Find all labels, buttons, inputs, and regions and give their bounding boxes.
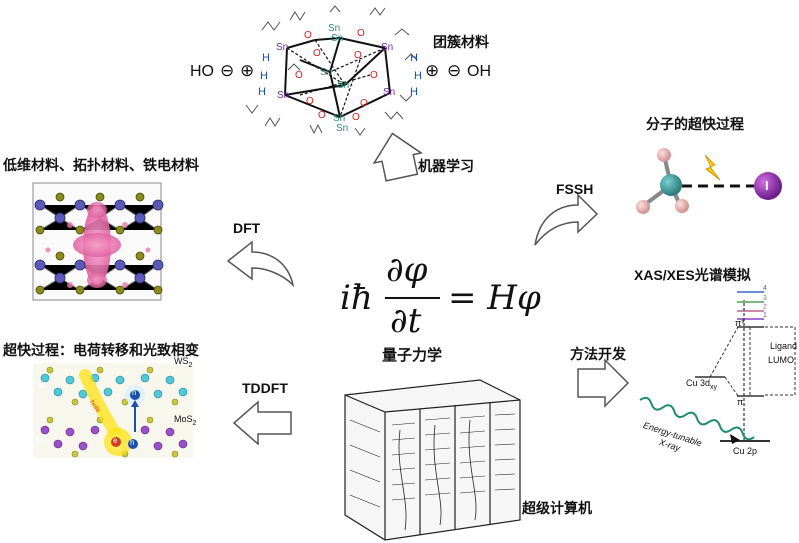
arrow-tddft xyxy=(232,400,292,446)
hole-marker-label: h xyxy=(132,388,137,397)
label-ultrafast-molecule: 分子的超快过程 xyxy=(646,117,744,133)
minus-circle-left-icon: ⊖ xyxy=(220,61,235,81)
arrow-fssh xyxy=(534,193,599,246)
level-label: 2 xyxy=(763,304,767,311)
molecule-h-label: H xyxy=(649,180,657,191)
ho-left-label: HO xyxy=(190,63,214,80)
supercomputer-drawing xyxy=(344,379,521,541)
h-atom: H xyxy=(258,86,266,98)
o-atom: O xyxy=(306,96,314,107)
hole2-marker-label: h xyxy=(130,438,135,447)
label-xas-xes: XAS/XES光谱模拟 xyxy=(634,267,751,283)
pi-label: π xyxy=(737,397,744,407)
molecule-structure xyxy=(636,148,782,214)
electron-marker-label: e xyxy=(113,436,118,445)
sn-atom: Sn xyxy=(276,42,289,53)
sn-atom: Sn xyxy=(333,113,346,124)
h-atom: H xyxy=(414,70,422,82)
o-atom: O xyxy=(360,98,368,109)
label-machine-learning: 机器学习 xyxy=(418,159,474,175)
ws2-label: WS2 xyxy=(174,356,193,369)
equation-numerator: ∂φ xyxy=(386,250,428,290)
lowdim-structure xyxy=(32,182,164,301)
minus-circle-right-icon: ⊖ xyxy=(447,61,462,81)
label-dft: DFT xyxy=(233,220,261,236)
sn-atom: Sn xyxy=(336,123,349,134)
level-label: 4 xyxy=(763,285,767,292)
w-atom-label: W xyxy=(38,381,46,390)
xas-diagram xyxy=(639,291,796,444)
equation-denominator: ∂t xyxy=(390,301,422,341)
sn-atom: Sn xyxy=(383,87,396,98)
plus-circle-right-icon: ⊕ xyxy=(425,61,440,81)
ws2-mos2-structure xyxy=(33,363,193,458)
label-method-dev: 方法开发 xyxy=(570,347,626,363)
label-fssh: FSSH xyxy=(556,181,594,197)
sn-atom: Sn xyxy=(320,67,333,78)
cu3d-label: Cu 3dxy xyxy=(686,378,718,391)
h-atom: H xyxy=(410,52,418,64)
sn-atom: Sn xyxy=(337,80,350,91)
molecule-i-label: I xyxy=(765,178,769,193)
level-label: 3 xyxy=(763,295,767,302)
label-lowdim: 低维材料、拓扑材料、铁电材料 xyxy=(3,158,199,174)
label-charge-transfer: 超快过程：电荷转移和光致相变 xyxy=(3,343,199,359)
o-atom: O xyxy=(304,30,312,41)
equation-right: = Hφ xyxy=(448,278,541,318)
label-tddft: TDDFT xyxy=(242,380,288,396)
o-atom: O xyxy=(357,28,365,39)
mos2-label: MoS2 xyxy=(174,414,197,427)
label-supercomputer: 超级计算机 xyxy=(522,501,592,517)
arrow-dft xyxy=(226,240,295,288)
o-atom: O xyxy=(354,50,362,61)
arrow-machine-learning xyxy=(372,132,423,182)
sn-atom: Sn xyxy=(328,23,341,34)
o-atom: O xyxy=(352,112,360,123)
pi-star-label: π* xyxy=(735,318,745,328)
label-cluster: 团簇材料 xyxy=(433,35,489,51)
sn-atom: Sn xyxy=(331,33,344,44)
h-atom: H xyxy=(262,52,270,64)
equation-left: iħ xyxy=(340,278,373,318)
cu2p-label: Cu 2p xyxy=(733,446,758,456)
h-atom: H xyxy=(260,70,268,82)
plus-circle-left-icon: ⊕ xyxy=(240,61,255,81)
mo-atom-label: Mo xyxy=(36,436,48,445)
arrow-method-dev xyxy=(577,358,630,408)
lumo-label: LUMO xyxy=(768,355,795,365)
subtitle-quantum-mechanics: 量子力学 xyxy=(382,346,443,364)
h-atom: H xyxy=(410,86,418,98)
sn-atom: Sn xyxy=(381,42,394,53)
o-atom: O xyxy=(313,48,321,59)
o-atom: O xyxy=(318,110,326,121)
o-atom: O xyxy=(370,70,378,81)
level-label: 1 xyxy=(763,312,767,319)
ligand-label: Ligand xyxy=(770,341,798,351)
cluster-structure xyxy=(245,5,418,136)
sn-atom: Sn xyxy=(277,90,290,101)
oh-right-label: OH xyxy=(467,63,491,80)
o-atom: O xyxy=(295,70,303,81)
